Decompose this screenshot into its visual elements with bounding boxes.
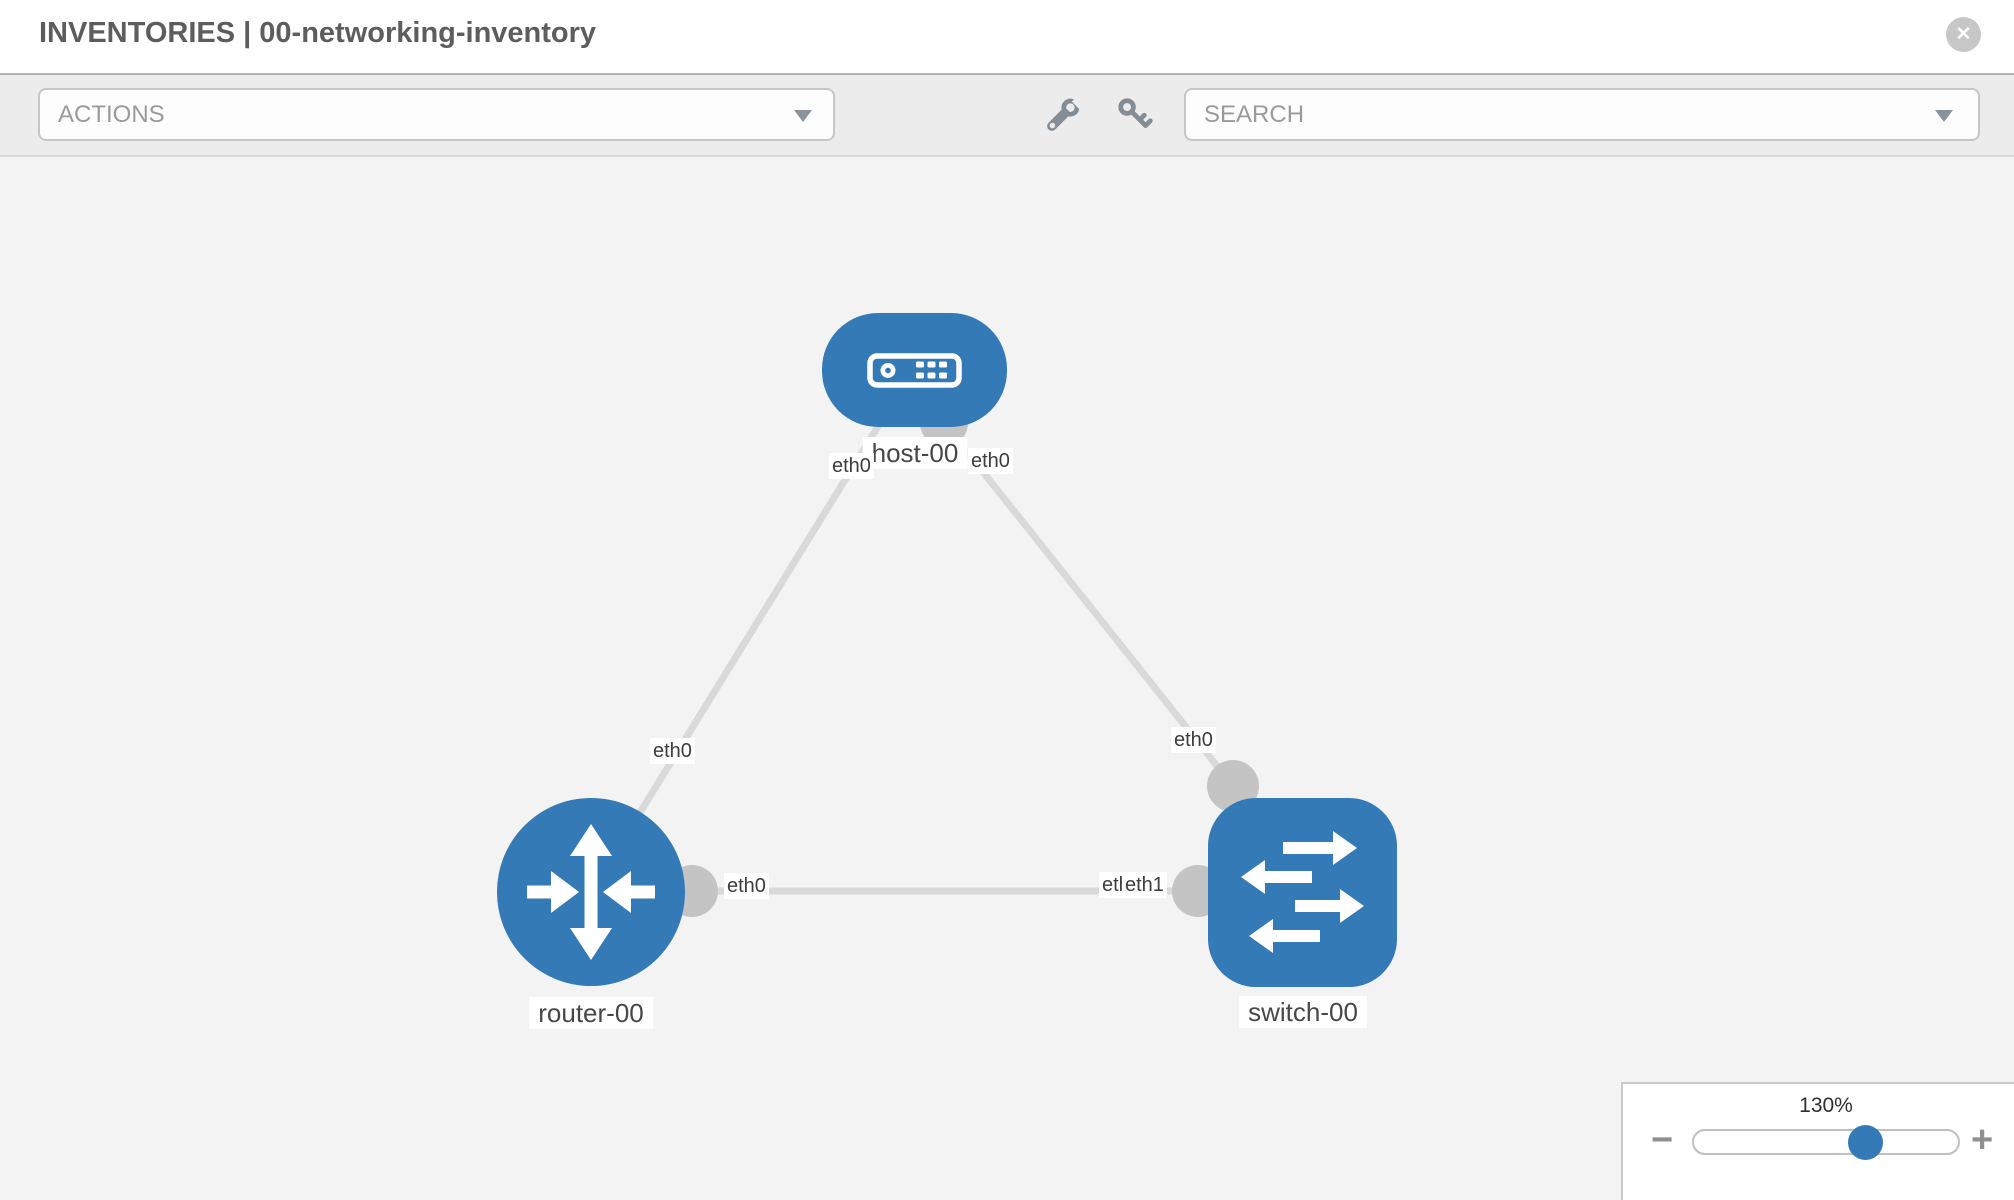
interface-label: eth0 bbox=[829, 453, 874, 479]
topology-canvas[interactable]: host-00 router-00 switch-00 eth0 eth0 eth0 eth… bbox=[0, 157, 2014, 1200]
server-icon bbox=[867, 352, 962, 388]
header: INVENTORIES | 00-networking-inventory ✕ bbox=[0, 0, 2014, 73]
actions-dropdown-label: ACTIONS bbox=[58, 100, 165, 128]
node-label-switch-00: switch-00 bbox=[1239, 996, 1367, 1028]
interface-label: eth0 bbox=[968, 448, 1013, 474]
close-icon: ✕ bbox=[1955, 24, 1972, 45]
switch-arrows-icon bbox=[1241, 831, 1364, 953]
zoom-level: 130% bbox=[1799, 1094, 1853, 1117]
interface-label: eth1 bbox=[1122, 872, 1167, 898]
zoom-panel: 130% − + bbox=[1621, 1082, 2014, 1200]
interface-label: eth0 bbox=[650, 738, 695, 764]
node-label-router-00: router-00 bbox=[529, 997, 653, 1029]
node-host-00[interactable] bbox=[822, 313, 1007, 427]
search-dropdown[interactable]: SEARCH bbox=[1184, 88, 1980, 141]
search-placeholder: SEARCH bbox=[1204, 100, 1305, 128]
zoom-out-button[interactable]: − bbox=[1651, 1119, 1674, 1161]
zoom-in-button[interactable]: + bbox=[1971, 1119, 1994, 1161]
router-arrows-icon bbox=[527, 824, 655, 960]
page-title: INVENTORIES | 00-networking-inventory bbox=[39, 17, 597, 49]
key-icon bbox=[1118, 98, 1153, 128]
zoom-slider-track[interactable] bbox=[1692, 1129, 1960, 1155]
topology-links-layer bbox=[588, 399, 1259, 917]
interface-label: eth0 bbox=[1171, 727, 1216, 753]
node-switch-00[interactable] bbox=[1208, 798, 1397, 987]
credentials-button[interactable] bbox=[1113, 93, 1157, 137]
close-button[interactable]: ✕ bbox=[1946, 17, 1981, 52]
interface-label: eth0 bbox=[724, 873, 769, 899]
zoom-slider-thumb[interactable] bbox=[1848, 1125, 1883, 1160]
node-router-00[interactable] bbox=[497, 798, 685, 986]
wrench-icon bbox=[1047, 96, 1082, 131]
tools-button[interactable] bbox=[1041, 93, 1085, 137]
chevron-down-icon bbox=[794, 109, 812, 122]
topology-link bbox=[941, 420, 1236, 789]
actions-dropdown[interactable]: ACTIONS bbox=[38, 88, 835, 141]
toolbar: ACTIONS SEARCH bbox=[0, 73, 2014, 157]
chevron-down-icon bbox=[1935, 109, 1953, 122]
node-label-host-00: host-00 bbox=[862, 437, 968, 469]
